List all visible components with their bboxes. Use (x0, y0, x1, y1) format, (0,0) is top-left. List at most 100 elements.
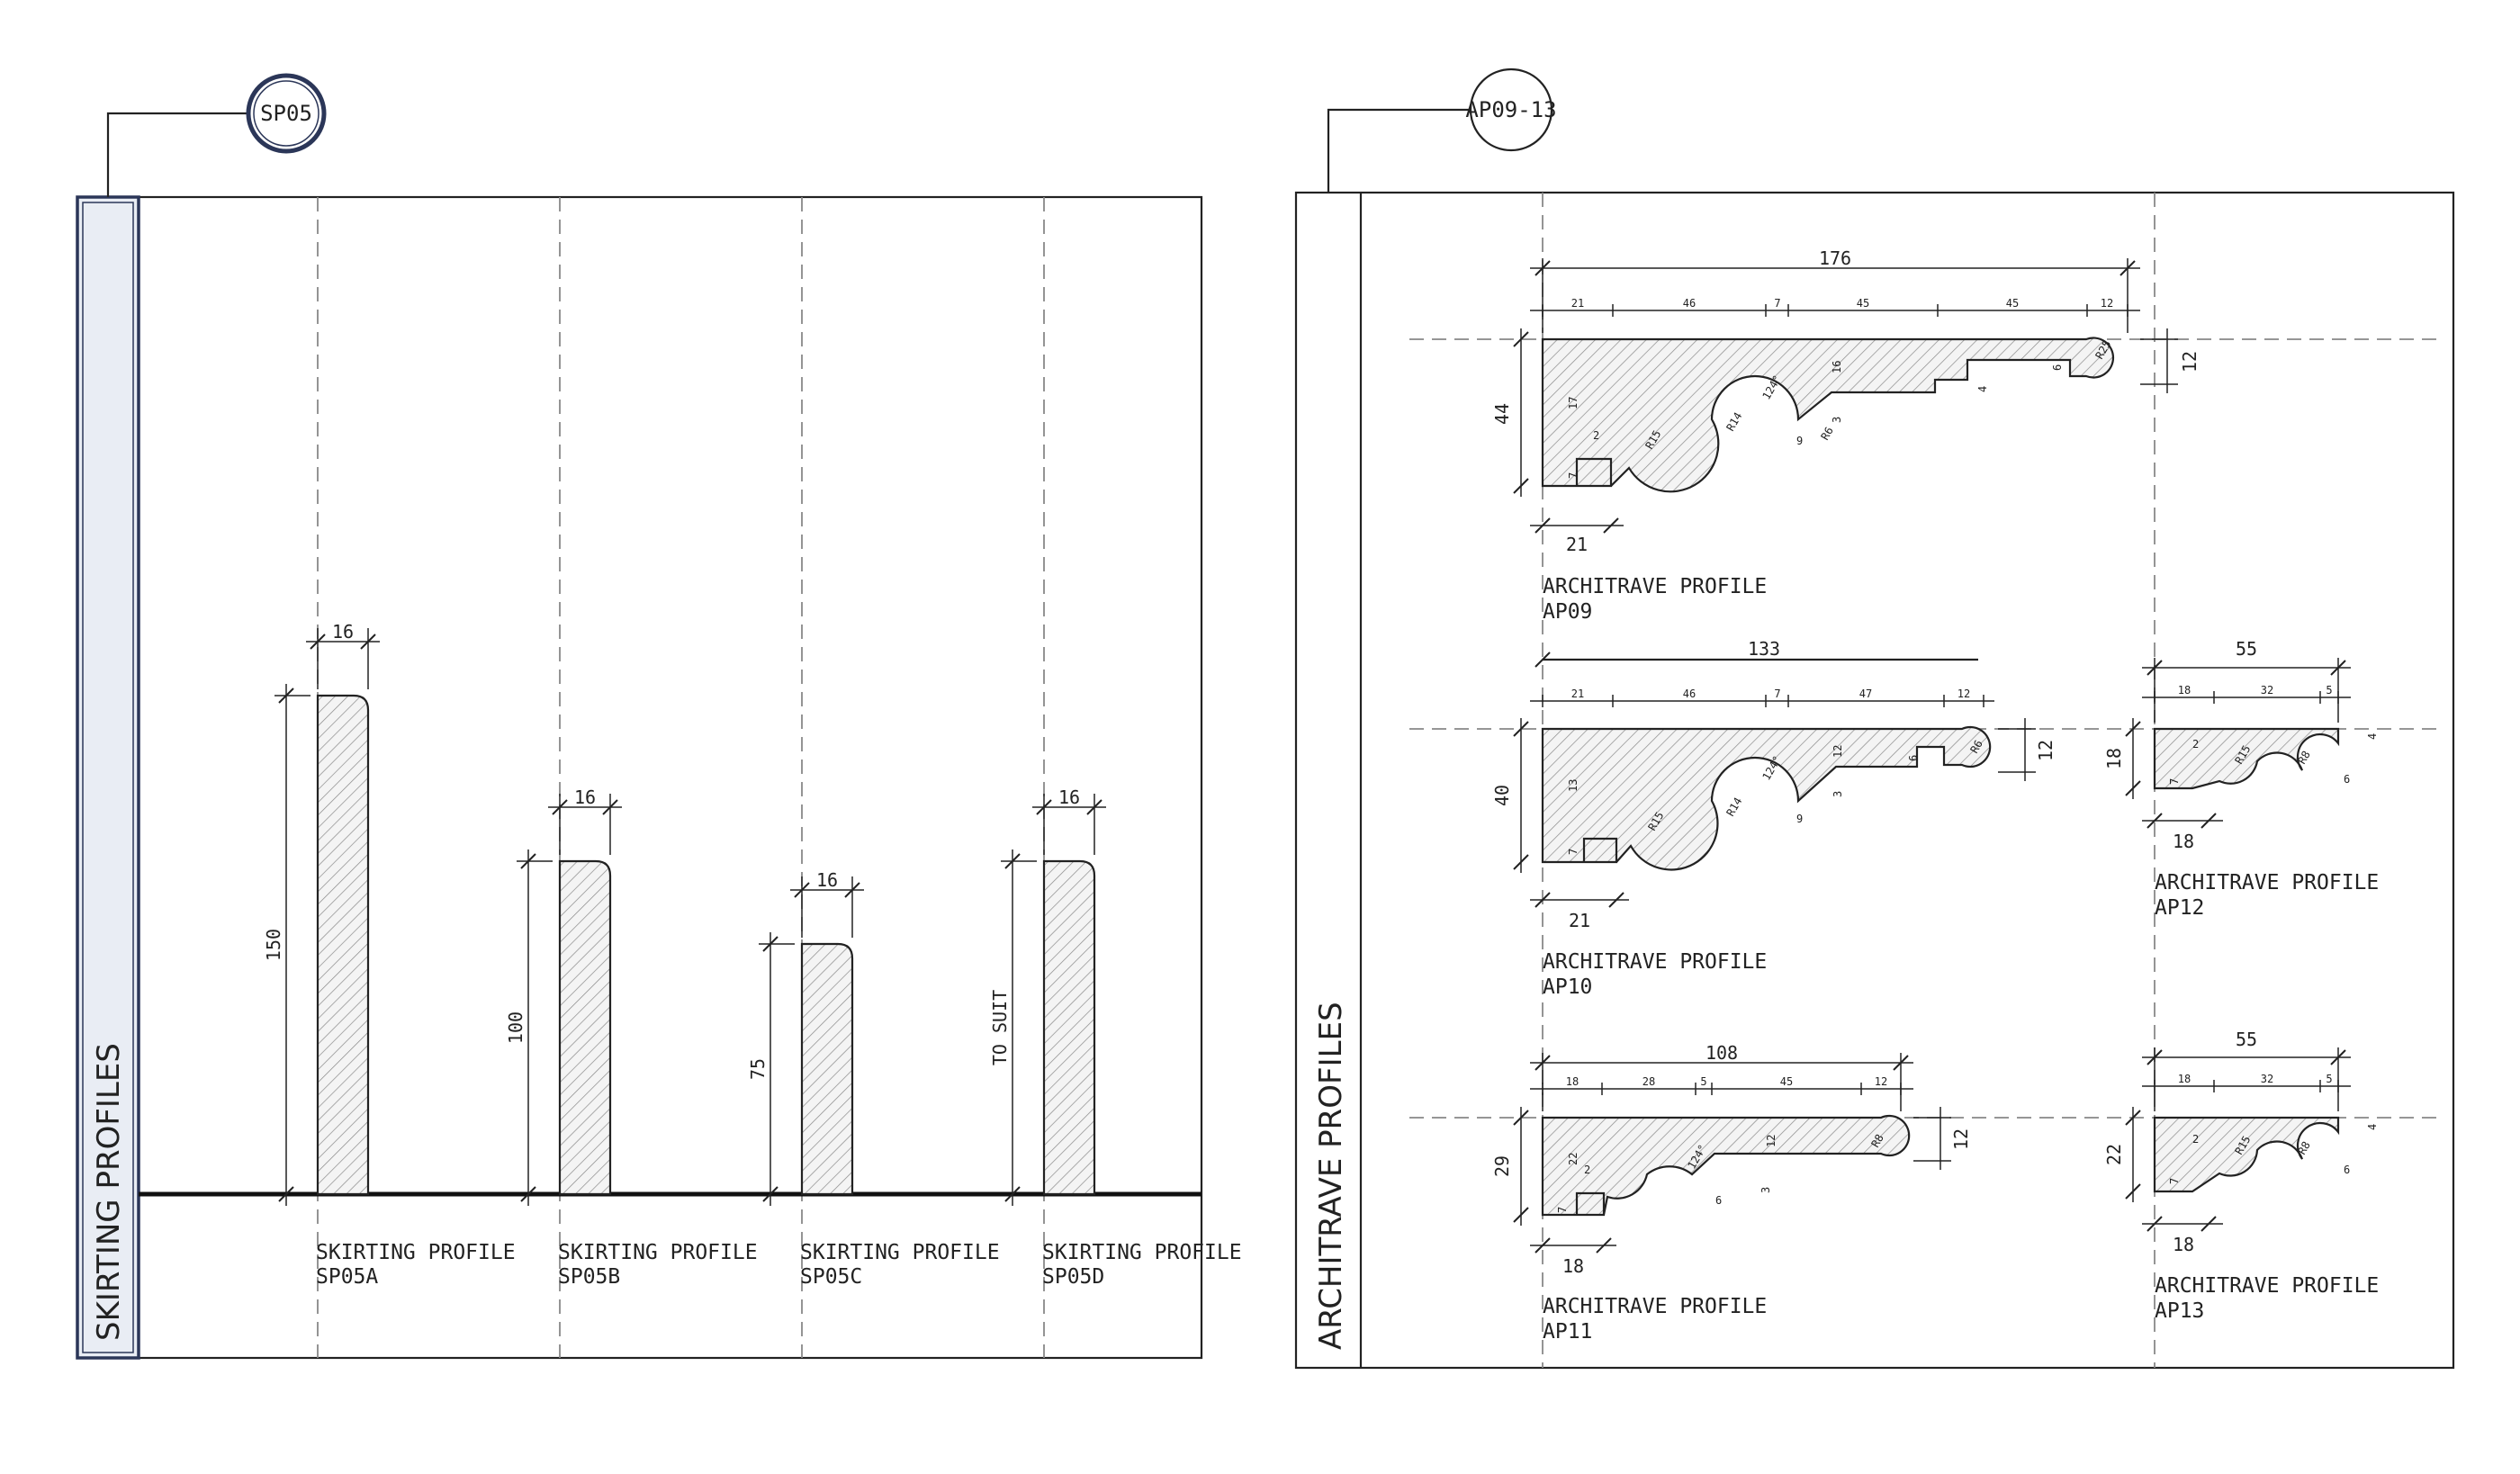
dim-width: 16 (332, 621, 354, 643)
dim-height: 150 (263, 929, 284, 961)
skirting-title: SKIRTING PROFILES (91, 1043, 127, 1341)
svg-text:R8: R8 (2295, 749, 2312, 767)
svg-text:2: 2 (1584, 1164, 1590, 1176)
profile-name: SKIRTING PROFILE (558, 1241, 758, 1264)
svg-text:3: 3 (1760, 1187, 1772, 1193)
skirting-sp05b: 16 100 SKIRTING PROFILE SP05B (505, 786, 758, 1289)
svg-text:4: 4 (2366, 1124, 2379, 1130)
dim-base: 18 (1562, 1255, 1584, 1277)
architrave-profile-section (1541, 1114, 1911, 1217)
svg-text:6: 6 (2344, 773, 2350, 786)
profile-name: ARCHITRAVE PROFILE (2155, 871, 2379, 894)
svg-text:21: 21 (1571, 297, 1584, 310)
svg-text:4: 4 (2366, 733, 2379, 740)
svg-text:7: 7 (1774, 297, 1780, 310)
svg-text:R8: R8 (1868, 1132, 1886, 1150)
svg-text:46: 46 (1683, 297, 1696, 310)
svg-text:5: 5 (2326, 1073, 2332, 1085)
profile-name: SKIRTING PROFILE (1042, 1241, 1242, 1264)
dim-height: 29 (1491, 1155, 1513, 1177)
svg-text:7: 7 (2168, 1178, 2181, 1184)
svg-text:12: 12 (2101, 297, 2113, 310)
profile-code: AP11 (1543, 1320, 1592, 1344)
svg-text:7: 7 (2168, 778, 2181, 785)
svg-text:7: 7 (1556, 1207, 1569, 1213)
skirting-ref-label: SP05 (260, 101, 312, 126)
svg-text:12: 12 (1832, 745, 1844, 758)
skirting-ref-bubble (246, 73, 327, 154)
svg-text:2: 2 (2192, 738, 2199, 750)
svg-text:R6: R6 (1818, 425, 1835, 443)
dim-overall: 133 (1748, 638, 1780, 660)
profile-name: SKIRTING PROFILE (800, 1241, 1000, 1264)
svg-text:12: 12 (1958, 688, 1970, 700)
dim-right: 12 (2179, 351, 2200, 373)
dim-overall: 176 (1819, 247, 1851, 269)
dim-height: 22 (2103, 1144, 2125, 1165)
skirting-panel: SKIRTING PROFILES SP05 16 150 SKIRTING P… (76, 73, 1242, 1360)
skirting-sp05d: 16 TO SUIT SKIRTING PROFILE SP05D (989, 786, 1242, 1289)
profile-code: AP10 (1543, 975, 1592, 999)
svg-text:2: 2 (1593, 429, 1599, 442)
skirting-sp05c: 16 75 SKIRTING PROFILE SP05C (747, 869, 1000, 1289)
svg-text:6: 6 (2344, 1164, 2350, 1176)
architrave-ap13: 55 18 32 5 22 18 2 7 R15 R8 4 6 ARCHITRA… (2103, 1029, 2379, 1323)
dim-base: 18 (2173, 1234, 2194, 1255)
architrave-ap10: 133 21 46 7 47 12 40 12 21 13 12 3 7 R15… (1491, 638, 2056, 999)
svg-text:45: 45 (1780, 1075, 1793, 1088)
svg-text:28: 28 (1642, 1075, 1655, 1088)
architrave-ref-bubble (1469, 67, 1553, 152)
dim-height: 44 (1491, 403, 1513, 425)
architrave-ap11: 108 18 28 5 45 12 29 12 18 22 2 7 12 3 1… (1491, 1042, 1972, 1344)
svg-text:3: 3 (1831, 417, 1843, 423)
profile-name: ARCHITRAVE PROFILE (1543, 575, 1767, 598)
svg-text:12: 12 (1875, 1075, 1887, 1088)
svg-text:6: 6 (2051, 364, 2064, 371)
profile-name: ARCHITRAVE PROFILE (2155, 1274, 2379, 1298)
architrave-profile-section (1541, 725, 1992, 871)
svg-text:17: 17 (1567, 397, 1580, 409)
dim-base: 18 (2173, 831, 2194, 852)
skirting-profile-section (800, 942, 854, 1196)
dim-height: 40 (1491, 785, 1513, 806)
svg-text:45: 45 (2006, 297, 2019, 310)
svg-text:R8: R8 (2295, 1139, 2312, 1157)
svg-text:R6: R6 (1967, 738, 1984, 756)
svg-text:6: 6 (1907, 755, 1920, 761)
architrave-ap09: 176 21 46 7 45 45 12 44 12 21 17 16 3 2 … (1491, 247, 2200, 624)
svg-text:21: 21 (1571, 688, 1584, 700)
svg-text:46: 46 (1683, 688, 1696, 700)
architrave-profile-section (2153, 727, 2340, 790)
skirting-sp05a: 16 150 SKIRTING PROFILE SP05A (263, 621, 516, 1289)
svg-text:R14: R14 (1724, 795, 1744, 819)
dim-height: 100 (505, 1011, 526, 1044)
svg-text:6: 6 (1715, 1194, 1722, 1207)
svg-text:7: 7 (1774, 688, 1780, 700)
dim-height: TO SUIT (989, 990, 1011, 1065)
skirting-profile-section (316, 694, 370, 1196)
dim-height: 75 (747, 1058, 769, 1080)
profile-name: SKIRTING PROFILE (316, 1241, 516, 1264)
svg-text:7: 7 (1567, 472, 1580, 479)
dim-width: 16 (1058, 786, 1080, 808)
svg-text:R14: R14 (1724, 410, 1744, 434)
svg-text:3: 3 (1832, 791, 1844, 797)
dim-height: 18 (2103, 748, 2125, 769)
svg-text:16: 16 (1831, 361, 1843, 373)
svg-text:32: 32 (2261, 684, 2273, 697)
dim-right: 12 (2035, 740, 2056, 761)
architrave-leader (1327, 108, 1470, 193)
architrave-frame (1294, 191, 2455, 1370)
dim-width: 16 (816, 869, 838, 891)
profile-name: ARCHITRAVE PROFILE (1543, 950, 1767, 974)
dim-base: 21 (1569, 910, 1590, 931)
skirting-title-strip (76, 195, 140, 1360)
svg-text:13: 13 (1567, 779, 1580, 792)
svg-text:2: 2 (2192, 1133, 2199, 1146)
dim-overall: 55 (2236, 638, 2257, 660)
skirting-profile-section (558, 859, 612, 1196)
svg-text:5: 5 (2326, 684, 2332, 697)
profile-code: AP09 (1543, 600, 1592, 624)
svg-text:32: 32 (2261, 1073, 2273, 1085)
